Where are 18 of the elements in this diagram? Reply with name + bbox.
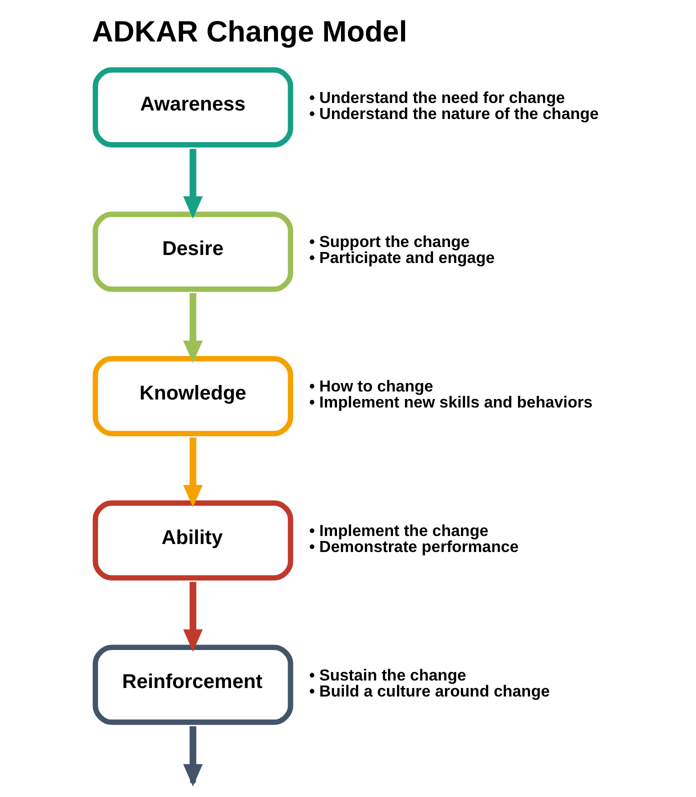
node-label: • Participate and engage [309, 249, 495, 268]
node-label: • Implement new skills and behaviors [309, 394, 593, 412]
arrow [183, 726, 203, 786]
arrow [183, 148, 203, 219]
node-label: • Implement the change [309, 522, 488, 540]
diagram-title: ADKAR Change Model [92, 15, 408, 48]
node-box: Knowledge [92, 356, 294, 436]
node-label: • Understand the need for change [309, 88, 565, 107]
arrow [183, 293, 203, 363]
node-box: Awareness [92, 67, 294, 148]
arrow [183, 438, 203, 508]
node-box: Reinforcement [92, 644, 294, 725]
node-label: • How to change [309, 378, 434, 396]
arrow [183, 582, 203, 652]
node-label: • Support the change [309, 233, 470, 252]
node-box: Ability [92, 500, 294, 581]
node-label: • Sustain the change [309, 666, 466, 684]
node-box: Desire [92, 212, 294, 292]
